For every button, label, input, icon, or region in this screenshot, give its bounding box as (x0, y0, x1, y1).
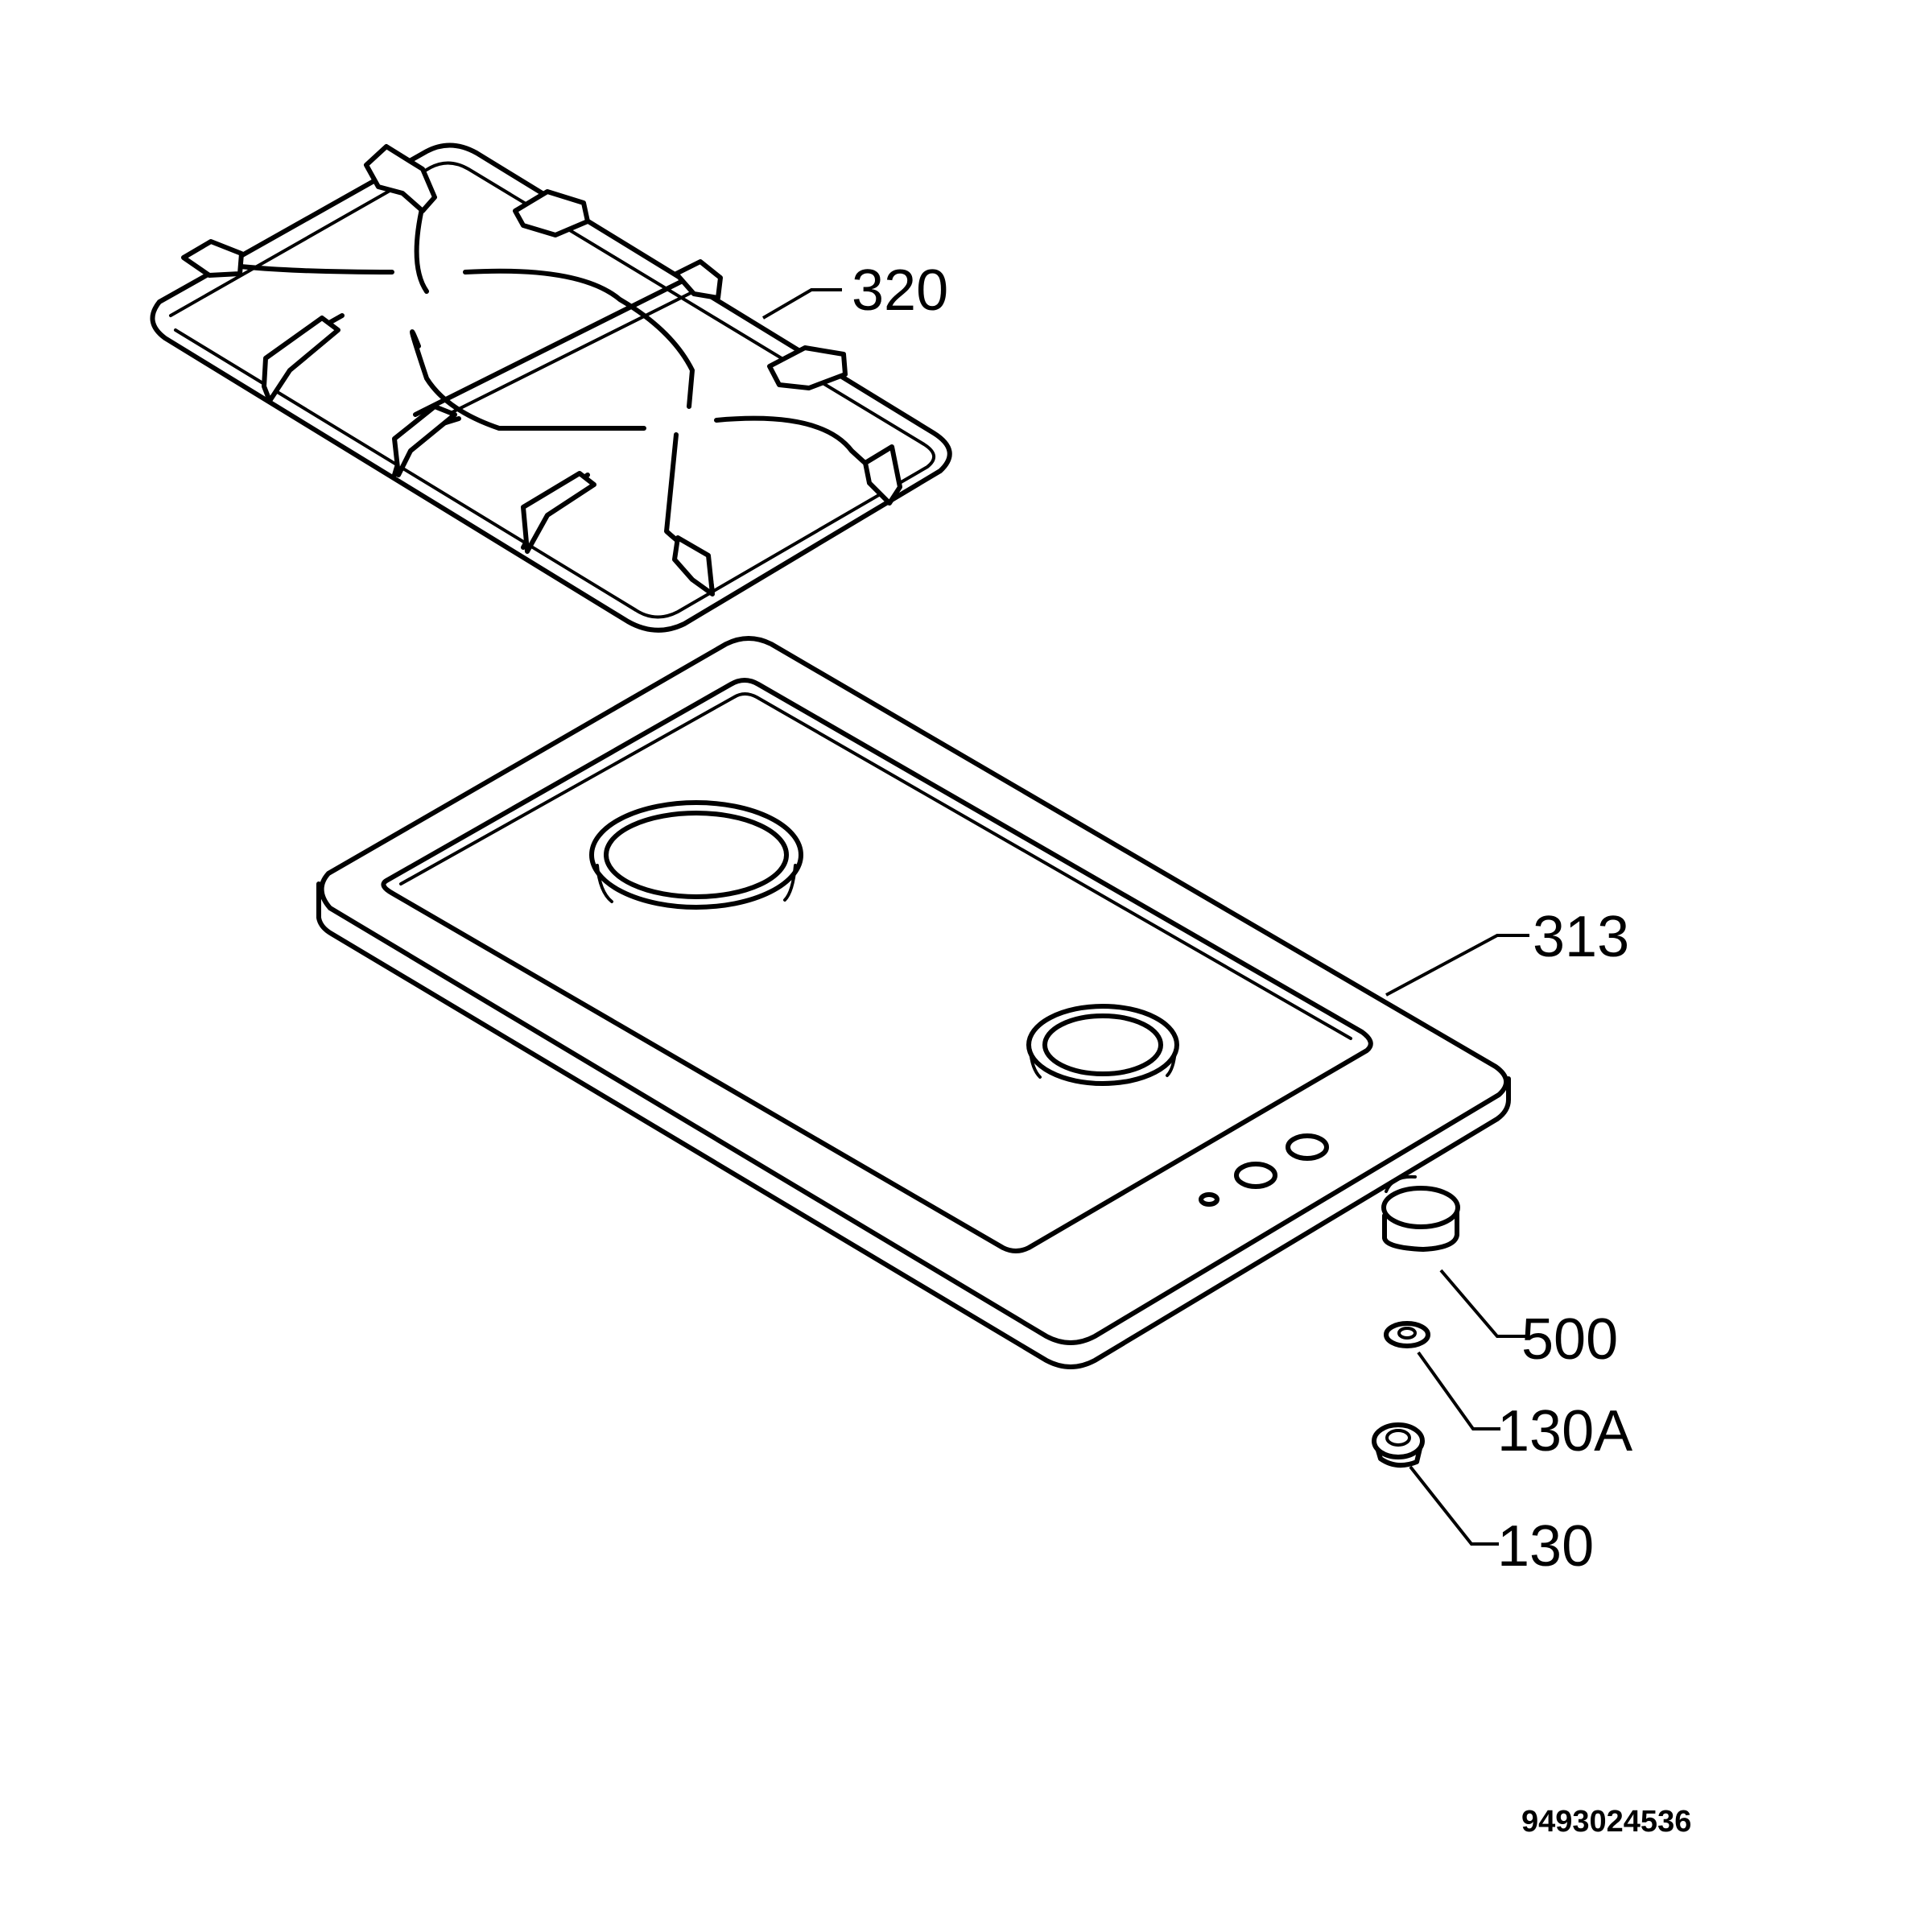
knob-hole-1 (1234, 1162, 1277, 1189)
knob-hole-2 (1286, 1133, 1329, 1161)
leader-line-130 (1409, 1465, 1499, 1546)
callout-320: 320 (852, 258, 948, 323)
leader-line-130A (1417, 1351, 1500, 1430)
control-knob (1381, 1174, 1460, 1252)
leader-line-320 (761, 288, 842, 320)
hob-top-panel (316, 636, 1511, 1369)
ignition-hole (1199, 1192, 1220, 1207)
callout-130: 130 (1497, 1514, 1594, 1579)
burner-opening-large (589, 800, 803, 910)
burner-opening-small (1026, 1004, 1179, 1086)
callout-130A: 130A (1497, 1399, 1632, 1463)
knob-spring (1384, 1321, 1430, 1348)
document-number: 9493024536 (1521, 1805, 1691, 1839)
callout-313: 313 (1533, 905, 1629, 969)
knob-seal (1372, 1422, 1425, 1468)
callout-500: 500 (1521, 1307, 1618, 1372)
pan-support-grate (150, 142, 952, 633)
leader-line-313 (1385, 934, 1529, 997)
leader-line-500 (1439, 1269, 1525, 1338)
